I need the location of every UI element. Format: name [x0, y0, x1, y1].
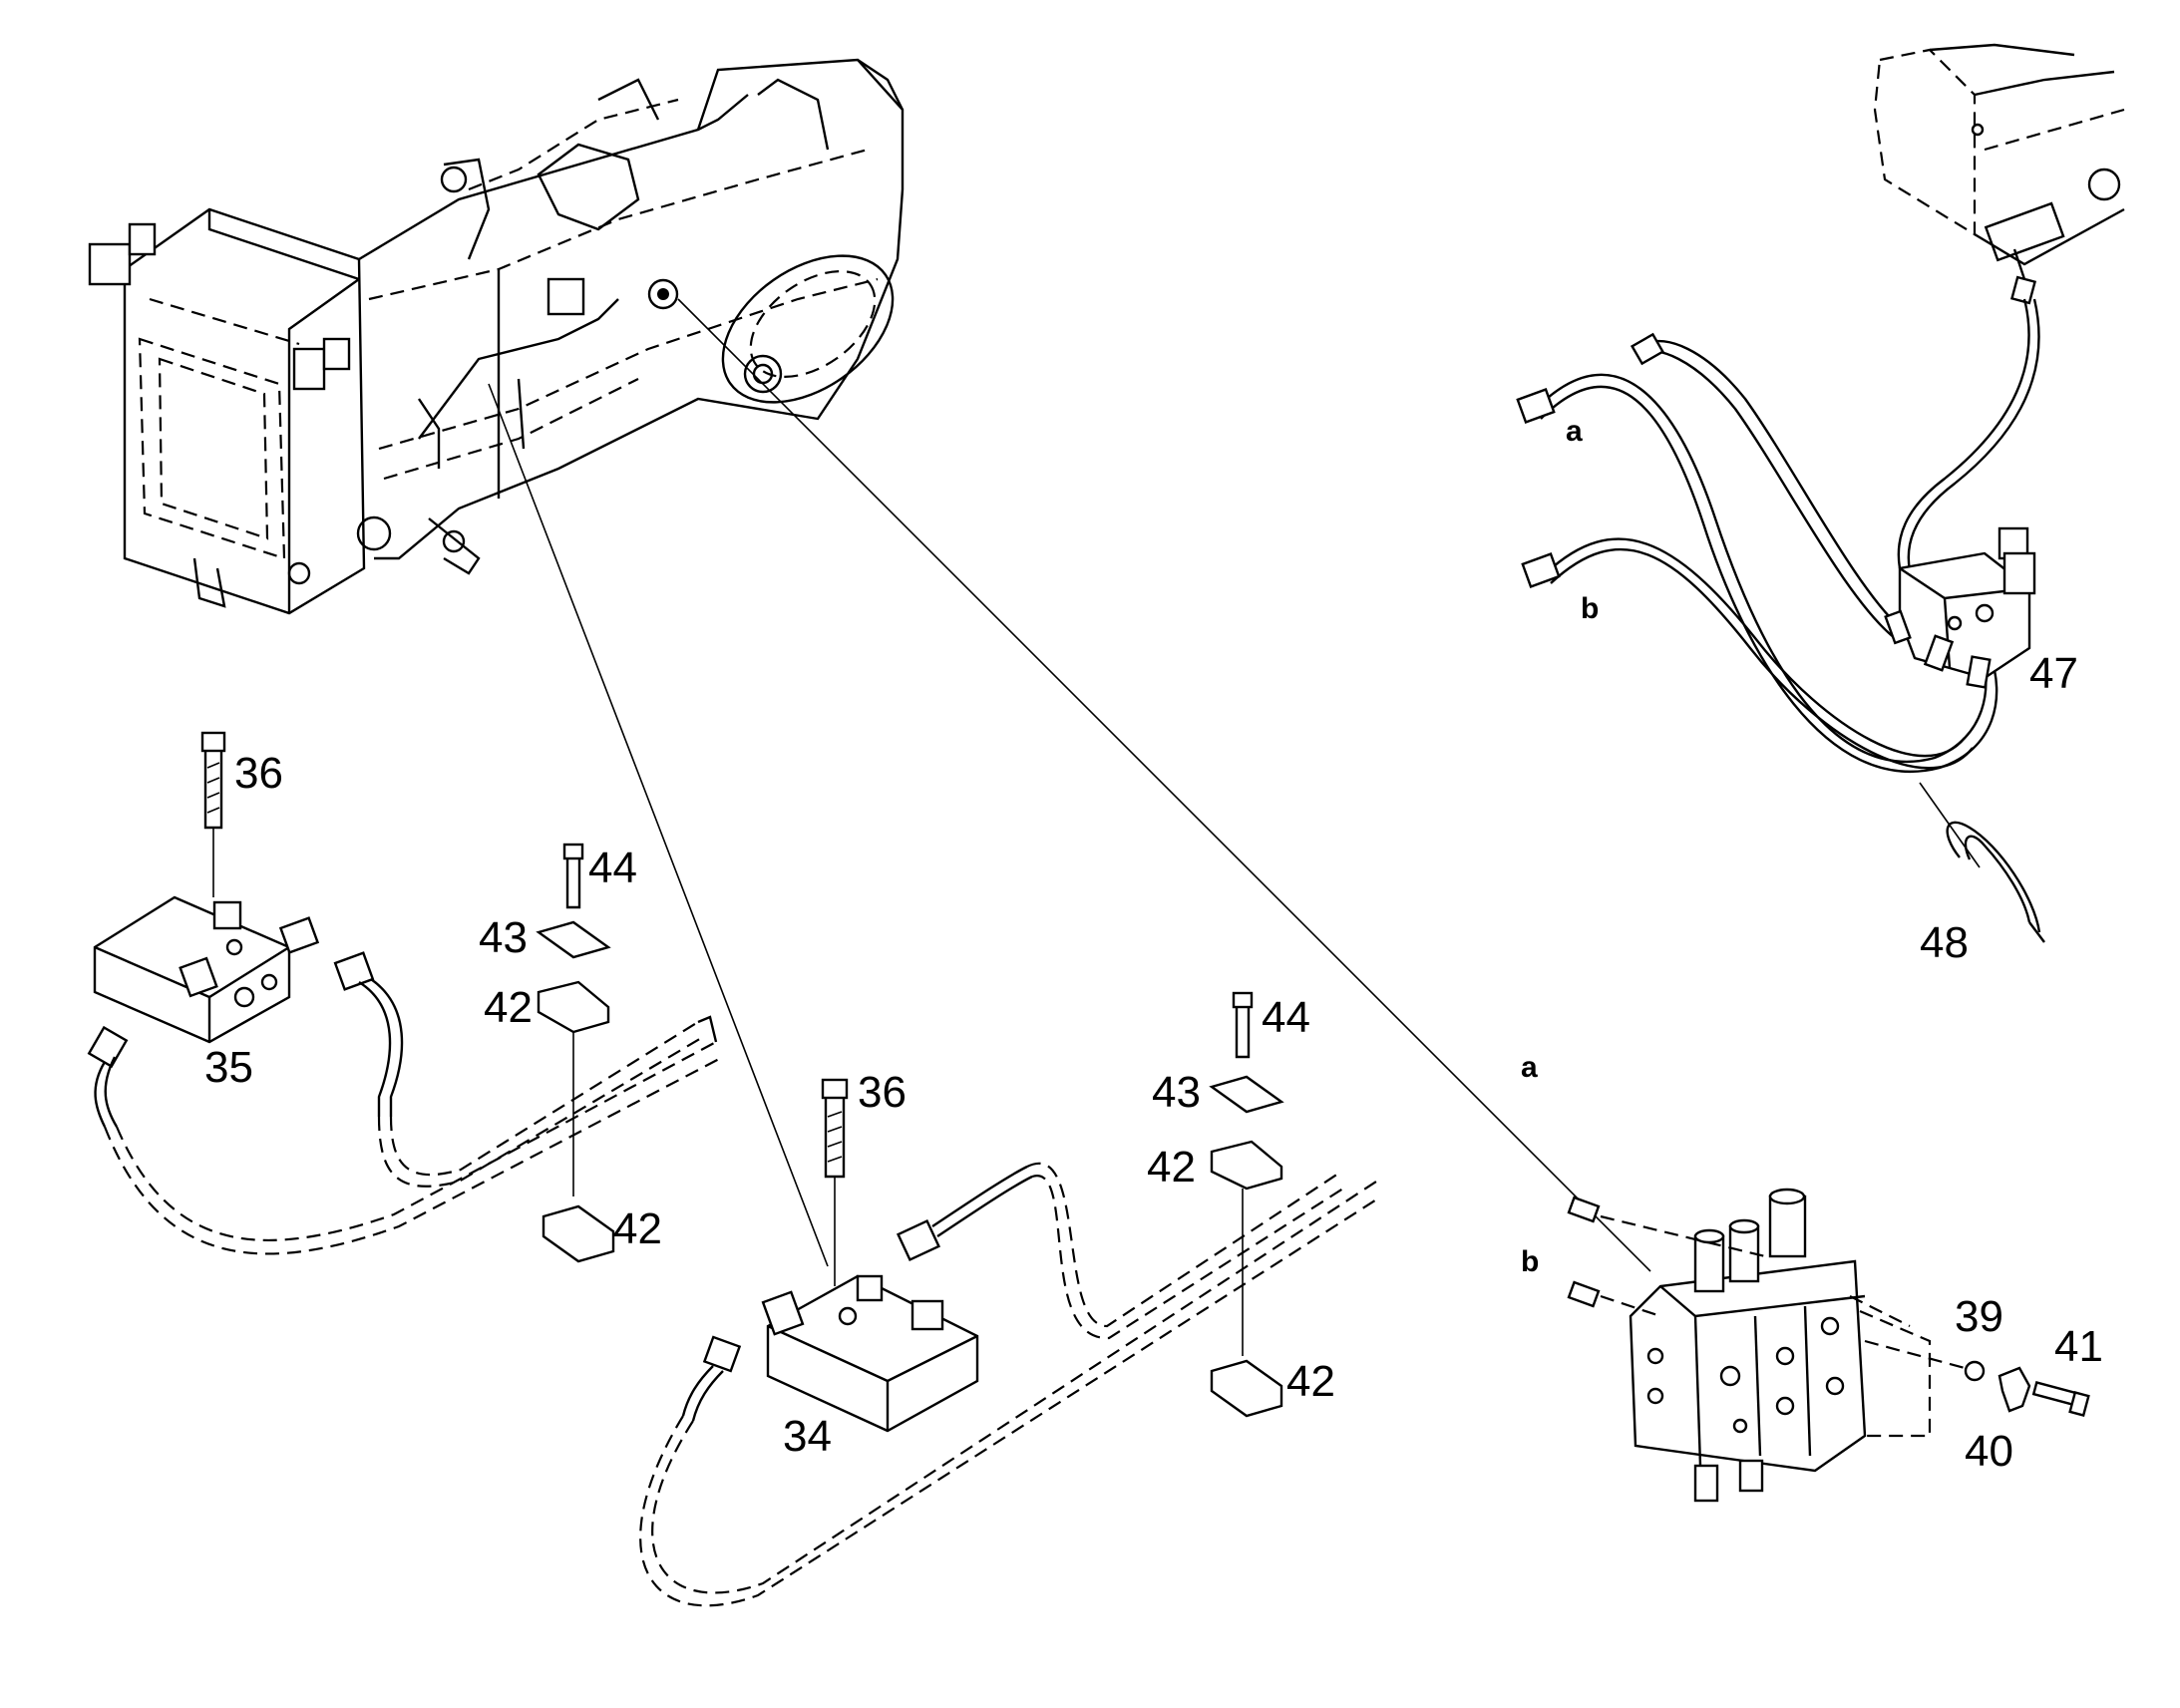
- callout-43-right: 43: [1152, 1068, 1201, 1117]
- callout-42-left-top: 42: [484, 983, 533, 1032]
- callout-44-right: 44: [1262, 993, 1310, 1042]
- callout-36-left: 36: [234, 749, 283, 798]
- valve-47-assembly: [1516, 298, 2045, 943]
- leader-lines: [488, 298, 1651, 1272]
- port-label-b-top: b: [1581, 592, 1599, 625]
- callout-35: 35: [204, 1043, 253, 1092]
- callout-42-right-top: 42: [1147, 1143, 1196, 1192]
- control-valve-assembly: [1567, 1188, 2090, 1503]
- tractor-frame-drawing: [88, 58, 905, 615]
- clamp-set-right: [1209, 991, 1284, 1418]
- callout-47: 47: [2029, 649, 2078, 698]
- valve-block-34: [639, 1078, 1382, 1607]
- callout-44-left: 44: [588, 844, 637, 892]
- callout-labels: 36 35 44 43 42 42 36 34 44 43 42 42 47 4…: [204, 415, 2103, 1476]
- callout-42-right-bottom: 42: [1286, 1357, 1335, 1406]
- callout-43-left: 43: [479, 913, 528, 962]
- port-label-a-top: a: [1566, 415, 1583, 448]
- callout-34: 34: [783, 1412, 832, 1461]
- callout-42-left-bottom: 42: [613, 1204, 662, 1253]
- engine-block-drawing: [1873, 43, 2125, 305]
- callout-41: 41: [2054, 1322, 2103, 1371]
- clamp-set-left: [536, 843, 615, 1263]
- callout-39: 39: [1955, 1292, 2003, 1341]
- callout-40: 40: [1965, 1427, 2013, 1476]
- port-label-b-bottom: b: [1521, 1245, 1539, 1278]
- callout-36-center: 36: [858, 1068, 907, 1117]
- valve-block-35: [87, 731, 724, 1255]
- callout-48: 48: [1920, 918, 1969, 967]
- port-label-a-bottom: a: [1521, 1051, 1538, 1084]
